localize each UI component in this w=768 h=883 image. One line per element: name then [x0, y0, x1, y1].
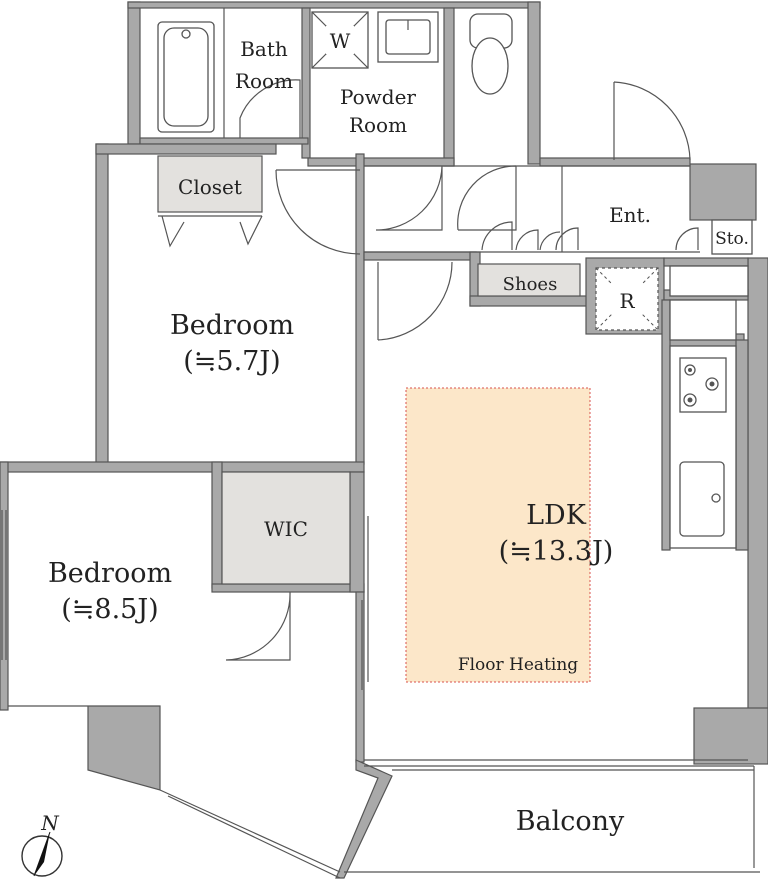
bath-label-line2: Room — [235, 69, 293, 93]
ldk-size: (≒13.3J) — [499, 536, 614, 567]
toilet-room — [469, 13, 513, 95]
ldk-name: LDK — [526, 500, 587, 531]
powder-room: W Powder Room — [311, 11, 439, 137]
closet-label: Closet — [178, 175, 242, 199]
kitchen — [669, 265, 749, 549]
compass: N — [21, 811, 63, 877]
washer-label: W — [330, 29, 351, 53]
entrance: Ent. Sto. — [609, 203, 753, 255]
bedroom2-name: Bedroom — [48, 558, 172, 589]
kitchen-sink — [679, 461, 725, 537]
doors — [161, 81, 699, 661]
bedroom2-size: (≒8.5J) — [61, 594, 158, 625]
storage-label: Sto. — [715, 229, 749, 249]
wic-label: WIC — [264, 517, 308, 541]
shoe-cabinet: Shoes — [477, 263, 581, 297]
compass-label: N — [40, 811, 60, 835]
toilet-bowl — [471, 37, 509, 95]
powder-label-line2: Room — [349, 113, 407, 137]
floor-heating-label: Floor Heating — [458, 655, 578, 675]
closet: Closet — [157, 155, 263, 217]
refrigerator: R — [595, 267, 659, 331]
walk-in-closet: WIC — [221, 471, 351, 585]
room-labels: Bedroom (≒5.7J) Bedroom (≒8.5J) LDK (≒13… — [48, 310, 625, 837]
bedroom1-name: Bedroom — [170, 310, 294, 341]
powder-label-line1: Powder — [340, 85, 416, 109]
refrigerator-label: R — [619, 289, 635, 313]
bath-label-line1: Bath — [240, 37, 288, 61]
bedroom1-size: (≒5.7J) — [183, 346, 280, 377]
shoes-label: Shoes — [503, 274, 558, 295]
floor-heating: Floor Heating — [405, 387, 591, 683]
entrance-label: Ent. — [609, 203, 651, 227]
balcony-label: Balcony — [516, 806, 625, 837]
bath-room: Bath Room — [157, 8, 301, 138]
structure-lines — [1, 165, 760, 879]
